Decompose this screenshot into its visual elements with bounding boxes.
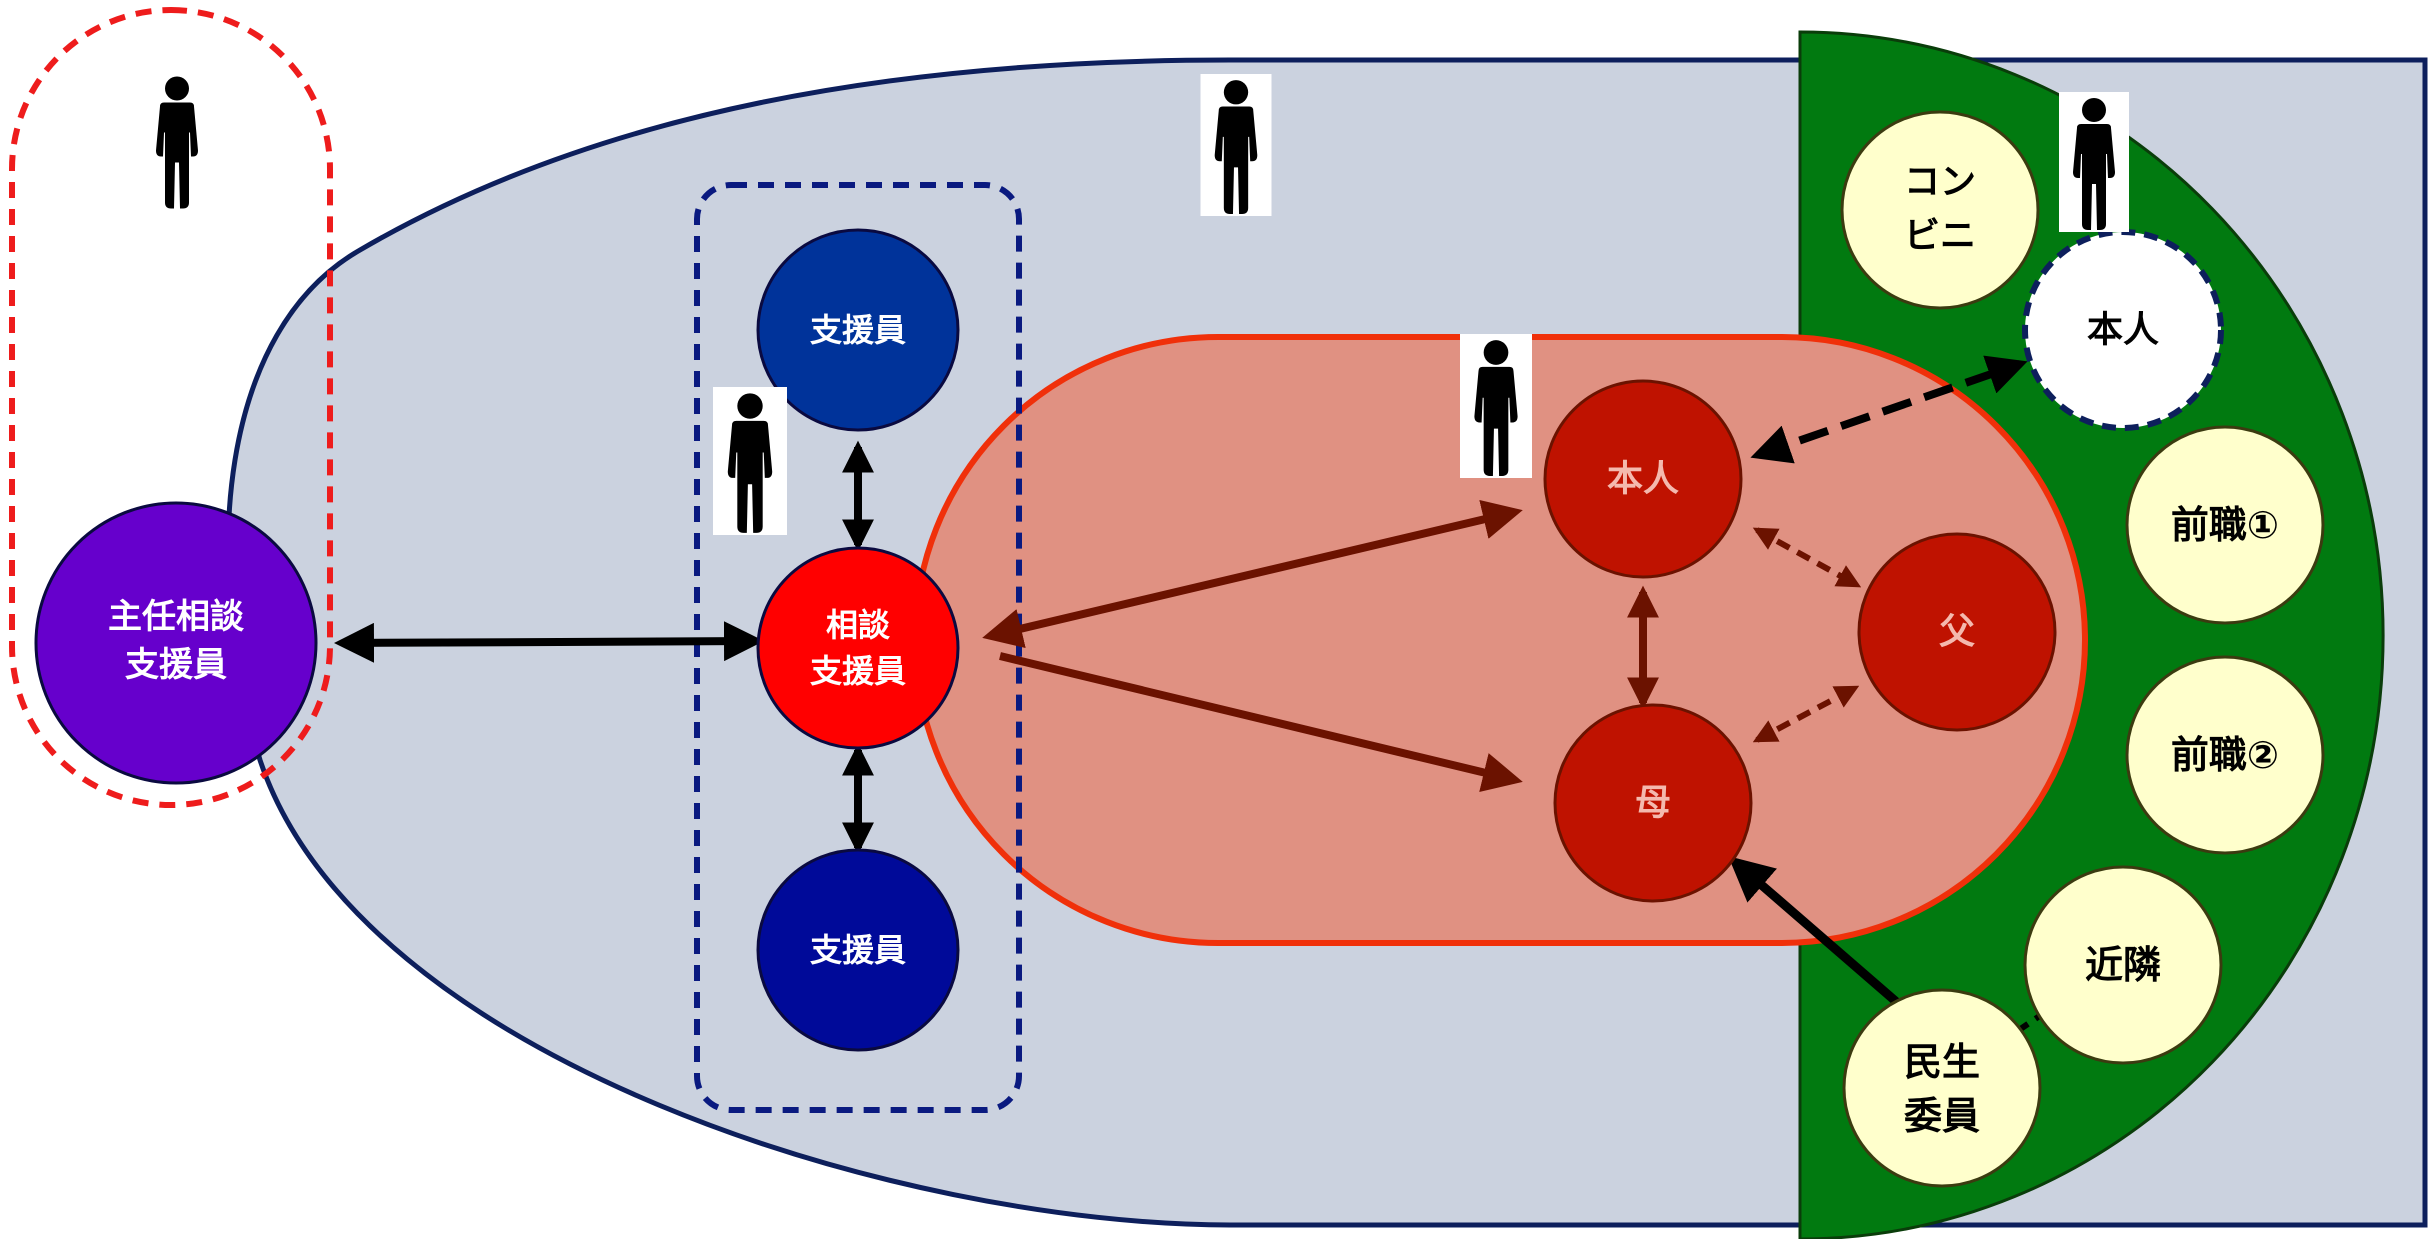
person-icon <box>713 387 787 535</box>
former-job-2-node: 前職② <box>2125 655 2325 855</box>
community-self-label: 本人 <box>2087 310 2159 351</box>
self-node: 本人 <box>1543 379 1743 579</box>
counselor-label-line1: 相談 <box>826 606 891 644</box>
arrow-counselor-mother <box>999 652 1523 792</box>
supporter-bottom-node: 支援員 <box>756 848 960 1052</box>
arrow-mother-father <box>1752 685 1860 743</box>
person-icon <box>1460 334 1532 478</box>
former-job-1-label: 前職① <box>2171 503 2279 547</box>
supporter-top-node: 支援員 <box>756 228 960 432</box>
person-icon <box>2059 92 2129 232</box>
father-node: 父 <box>1857 532 2057 732</box>
neighbors-label: 近隣 <box>2085 943 2161 987</box>
self-label: 本人 <box>1607 459 1679 500</box>
chief-counselor-label-line1: 主任相談 <box>108 597 245 637</box>
mother-label: 母 <box>1635 783 1671 824</box>
counselor-node: 相談 支援員 <box>756 546 960 750</box>
supporter-bottom-label: 支援員 <box>810 931 906 969</box>
arrow-commissioner-mother <box>1728 856 1903 1009</box>
neighbors-node: 近隣 <box>2023 865 2223 1065</box>
mother-node: 母 <box>1553 703 1753 903</box>
chief-counselor-node: 主任相談 支援員 <box>34 501 318 785</box>
chief-counselor-label-line2: 支援員 <box>125 645 227 685</box>
former-job-1-node: 前職① <box>2125 425 2325 625</box>
chief-group-frame <box>9 7 333 808</box>
father-label: 父 <box>1939 612 1975 653</box>
convenience-store-label-line2: ビニ <box>1904 216 1976 257</box>
arrow-chief-counselor <box>334 621 764 663</box>
counselor-label-line2: 支援員 <box>810 652 906 690</box>
supporter-top-label: 支援員 <box>810 311 906 349</box>
arrow-self-father <box>1752 527 1862 588</box>
arrow-counselor-self <box>982 499 1523 649</box>
welfare-commissioner-label-line1: 民生 <box>1904 1040 1980 1084</box>
convenience-store-label-line1: コン <box>1904 162 1976 203</box>
community-self-node: 本人 <box>2022 229 2224 431</box>
person-icon <box>1200 74 1272 216</box>
welfare-commissioner-label-line2: 委員 <box>1904 1094 1980 1138</box>
former-job-2-label: 前職② <box>2171 733 2279 777</box>
welfare-commissioner-node: 民生 委員 <box>1842 988 2042 1188</box>
convenience-store-node: コン ビニ <box>1840 110 2040 310</box>
person-icon <box>142 70 212 211</box>
arrow-self-community-self <box>1750 355 2028 464</box>
